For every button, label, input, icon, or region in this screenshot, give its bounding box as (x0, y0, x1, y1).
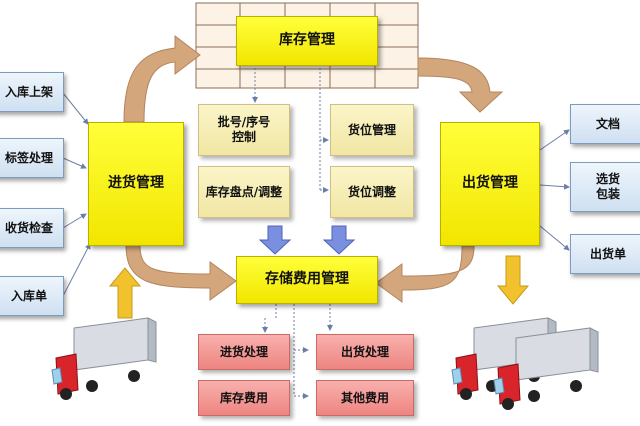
right-item-documents: 文档 (570, 104, 640, 144)
flow-arrow-purchase-to-inventory (123, 34, 201, 123)
left-item-putaway: 入库上架 (0, 72, 64, 112)
up-arrow-truck-to-purchase (108, 267, 142, 319)
left-item-label-processing: 标签处理 (0, 138, 64, 178)
truck-left-icon (51, 317, 157, 400)
down-arrow-stockcount-to-storage (258, 225, 292, 255)
batch-serial-control-box: 批号/序号 控制 (198, 104, 290, 156)
other-fee-box: 其他费用 (316, 380, 414, 416)
stock-count-adjust-box: 库存盘点/调整 (198, 166, 290, 218)
shipping-management-box: 出货管理 (440, 122, 540, 246)
purchase-management-box: 进货管理 (88, 122, 184, 246)
flow-arrow-shipping-to-storage (375, 245, 475, 303)
down-arrow-location-to-storage (322, 225, 356, 255)
left-item-receipt-note: 入库单 (0, 276, 64, 316)
location-management-box: 货位管理 (330, 104, 414, 156)
location-adjust-box: 货位调整 (330, 166, 414, 218)
right-item-picking-packing: 选货 包装 (570, 162, 640, 212)
right-item-shipping-note: 出货单 (570, 234, 640, 274)
storage-fee-management-box: 存储费用管理 (236, 256, 378, 304)
left-item-connectors (62, 92, 91, 297)
shipping-processing-box: 出货处理 (316, 334, 414, 370)
truck-right-icon-2 (493, 327, 599, 410)
inventory-fee-box: 库存费用 (198, 380, 290, 416)
inventory-sub-connectors (252, 68, 333, 399)
left-item-receiving-check: 收货检查 (0, 208, 64, 248)
down-arrow-shipping-to-truck (496, 255, 530, 305)
inventory-management-box: 库存管理 (236, 16, 378, 66)
flow-arrow-inventory-to-shipping (417, 57, 504, 113)
purchase-processing-box: 进货处理 (198, 334, 290, 370)
right-item-connectors (539, 129, 570, 251)
flow-arrow-purchase-to-storage (125, 244, 237, 301)
